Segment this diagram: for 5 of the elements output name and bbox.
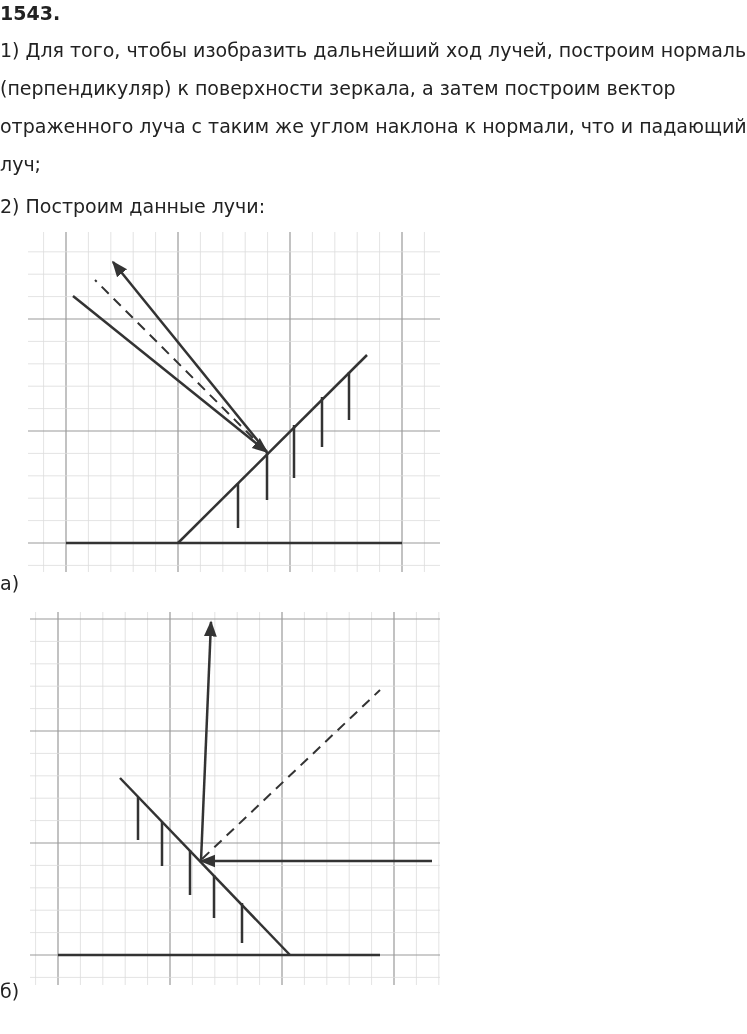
title: 1543. <box>0 1 61 26</box>
paragraph: 1) Для того, чтобы изобразить дальнейший ход лучей, построим нормаль (перпендикуляр) к поверхности зеркала, а затем построим вектор отраженного луча с таким же углом наклона к нормали, что и падающий луч; <box>0 38 747 177</box>
figure-label: а) <box>0 571 20 596</box>
paragraph: 2) Построим данные лучи: <box>0 194 266 219</box>
figure-label: б) <box>0 979 20 1004</box>
